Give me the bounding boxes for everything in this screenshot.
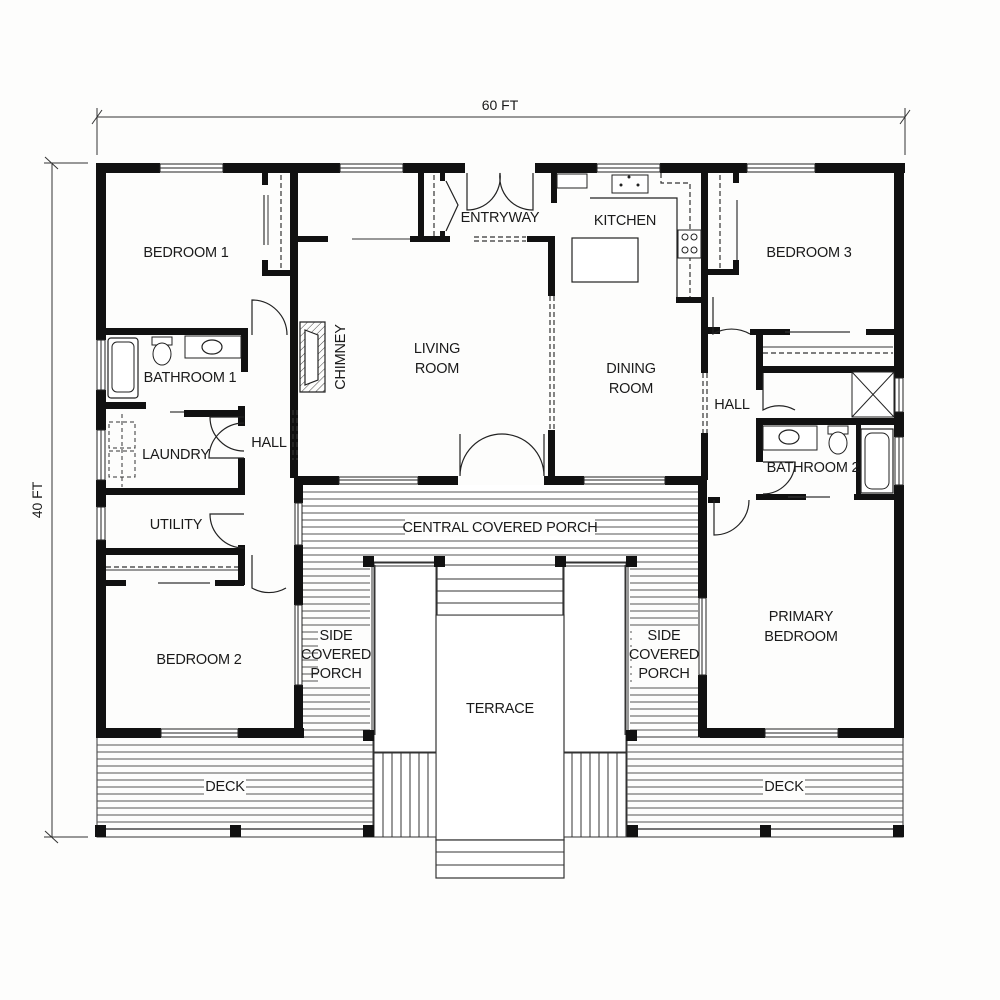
washer-dryer xyxy=(108,414,136,487)
toilet-2 xyxy=(827,425,849,455)
label-chimney: CHIMNEY xyxy=(333,324,349,390)
label-bedroom-2: BEDROOM 2 xyxy=(156,652,241,668)
terrace xyxy=(373,561,627,841)
label-dining-room-2: ROOM xyxy=(609,381,653,397)
side-steps-right xyxy=(563,752,627,838)
deck-left-boards xyxy=(96,736,374,838)
dimension-width: 60 FT xyxy=(91,97,911,155)
terrace-top-steps xyxy=(436,562,564,616)
label-hall-left: HALL xyxy=(251,435,287,451)
bathtub-2 xyxy=(860,428,894,494)
windows xyxy=(96,163,904,738)
label-bathroom-2: BATHROOM 2 xyxy=(767,460,860,476)
porch-rails xyxy=(371,562,629,735)
exterior-walls xyxy=(96,163,905,738)
sink-1 xyxy=(184,335,242,359)
room-labels: BEDROOM 1 BATHROOM 1 LAUNDRY UTILITY HAL… xyxy=(142,210,860,795)
label-living-room-2: ROOM xyxy=(415,361,459,377)
label-primary-bedroom-2: BEDROOM xyxy=(764,629,838,645)
kitchen-counters xyxy=(556,173,702,297)
doors xyxy=(208,172,796,594)
label-side-porch-right-1: SIDE xyxy=(647,628,681,644)
label-deck-left: DECK xyxy=(205,779,245,795)
label-utility: UTILITY xyxy=(150,517,203,533)
label-central-covered-porch: CENTRAL COVERED PORCH xyxy=(402,520,597,536)
label-kitchen: KITCHEN xyxy=(594,213,656,229)
label-entryway: ENTRYWAY xyxy=(461,210,540,226)
height-dimension-label: 40 FT xyxy=(29,481,45,518)
toilet-1 xyxy=(151,336,173,366)
width-dimension-label: 60 FT xyxy=(482,97,519,113)
kitchen-island xyxy=(571,237,639,283)
label-side-porch-left-3: PORCH xyxy=(310,666,361,682)
label-side-porch-left-1: SIDE xyxy=(319,628,353,644)
dimension-height: 40 FT xyxy=(29,156,88,844)
front-steps xyxy=(435,839,565,879)
label-terrace: TERRACE xyxy=(466,701,534,717)
porch-posts xyxy=(95,556,904,837)
label-bedroom-3: BEDROOM 3 xyxy=(766,245,851,261)
label-side-porch-left-2: COVERED xyxy=(301,647,371,663)
interior-walls xyxy=(106,173,904,586)
label-bedroom-1: BEDROOM 1 xyxy=(143,245,228,261)
label-hall-right: HALL xyxy=(714,397,750,413)
label-side-porch-right-3: PORCH xyxy=(638,666,689,682)
side-steps-left xyxy=(373,752,437,838)
label-dining-room-1: DINING xyxy=(606,361,656,377)
fireplace-chimney xyxy=(299,321,326,393)
bathtub-1 xyxy=(107,337,139,399)
label-deck-right: DECK xyxy=(764,779,804,795)
label-primary-bedroom-1: PRIMARY xyxy=(769,609,834,625)
closet-details xyxy=(106,175,893,584)
sink-2 xyxy=(762,425,818,451)
label-living-room-1: LIVING xyxy=(414,341,460,357)
label-bathroom-1: BATHROOM 1 xyxy=(144,370,237,386)
shower-2 xyxy=(851,371,895,418)
label-side-porch-right-2: COVERED xyxy=(629,647,699,663)
label-laundry: LAUNDRY xyxy=(142,447,210,463)
